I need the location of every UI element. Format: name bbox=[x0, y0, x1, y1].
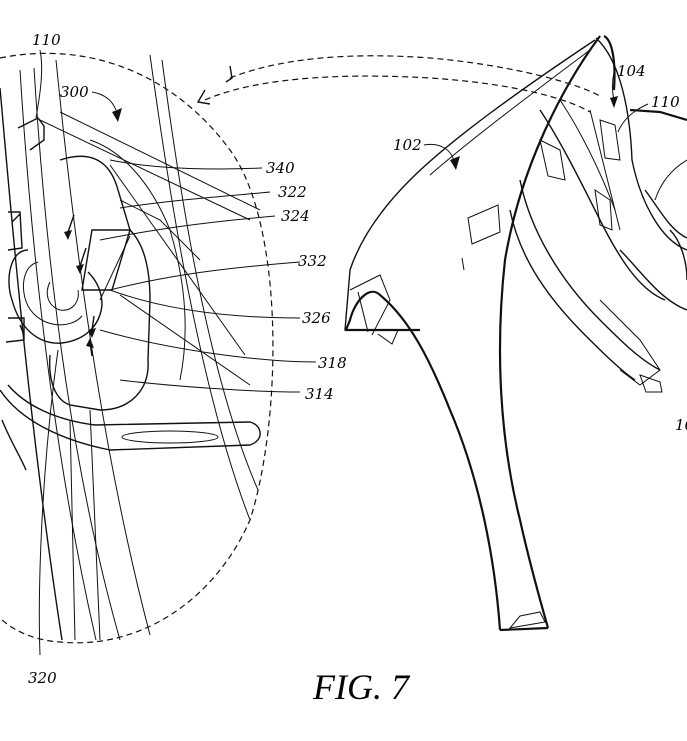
clip-tongue bbox=[81, 229, 131, 291]
label-332: 332 bbox=[298, 252, 327, 270]
horseshoe bbox=[8, 249, 103, 344]
label-10x-partial: 10 bbox=[675, 416, 687, 434]
main-leaders bbox=[423, 71, 649, 170]
label-318: 318 bbox=[318, 354, 347, 372]
reference-labels: 110 300 340 322 324 332 326 318 314 320 … bbox=[28, 31, 687, 707]
label-110-detail: 110 bbox=[32, 31, 61, 49]
trim-panel bbox=[498, 35, 601, 629]
detail-boundary bbox=[0, 52, 274, 644]
rail-outer bbox=[0, 87, 63, 641]
label-102: 102 bbox=[393, 136, 422, 154]
label-340: 340 bbox=[266, 159, 295, 177]
detail-leaders bbox=[35, 49, 317, 656]
label-314: 314 bbox=[305, 385, 334, 403]
label-324: 324 bbox=[281, 207, 310, 225]
label-104: 104 bbox=[617, 62, 646, 80]
figure-caption: FIG. 7 bbox=[312, 667, 411, 707]
label-110-main: 110 bbox=[651, 93, 680, 111]
label-326: 326 bbox=[302, 309, 331, 327]
transfer-arrow bbox=[196, 55, 601, 113]
label-322: 322 bbox=[278, 183, 307, 201]
main-view bbox=[344, 35, 687, 632]
label-300: 300 bbox=[60, 83, 89, 101]
clip-body bbox=[48, 155, 151, 411]
label-320: 320 bbox=[28, 669, 57, 687]
bottom-plate bbox=[0, 384, 261, 451]
detail-view bbox=[0, 52, 274, 644]
